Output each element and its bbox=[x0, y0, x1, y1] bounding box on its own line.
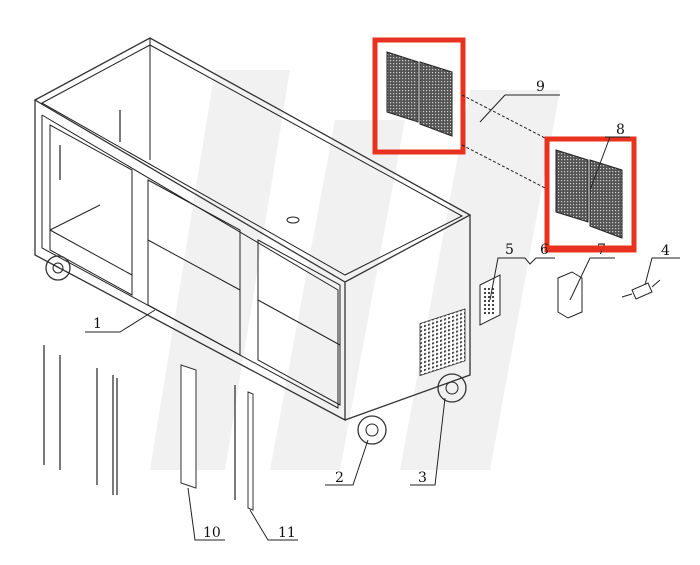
callout-8: 8 bbox=[616, 122, 625, 138]
door-strips bbox=[43, 345, 254, 511]
mesh-panel-8 bbox=[544, 136, 637, 253]
caster-wheel-2 bbox=[357, 415, 387, 445]
leader-lines bbox=[85, 94, 680, 541]
panel-part-10 bbox=[180, 364, 197, 489]
callout-6: 6 bbox=[540, 242, 549, 258]
callout-10: 10 bbox=[203, 525, 221, 541]
strip-part-11 bbox=[247, 391, 254, 511]
box-part-7 bbox=[557, 271, 583, 319]
cabinet-body bbox=[33, 37, 472, 422]
callout-4: 4 bbox=[661, 243, 670, 259]
callout-9: 9 bbox=[536, 79, 545, 95]
callout-11: 11 bbox=[278, 525, 296, 541]
caster-wheel-3 bbox=[437, 373, 467, 403]
caster-wheel bbox=[45, 255, 71, 281]
callout-1: 1 bbox=[93, 316, 102, 332]
mesh-panel-9 bbox=[372, 37, 466, 155]
callout-5: 5 bbox=[505, 242, 514, 258]
transformer-part-4 bbox=[621, 279, 661, 300]
callout-2: 2 bbox=[335, 470, 344, 486]
vent-grille bbox=[419, 308, 466, 377]
callout-3: 3 bbox=[418, 470, 427, 486]
